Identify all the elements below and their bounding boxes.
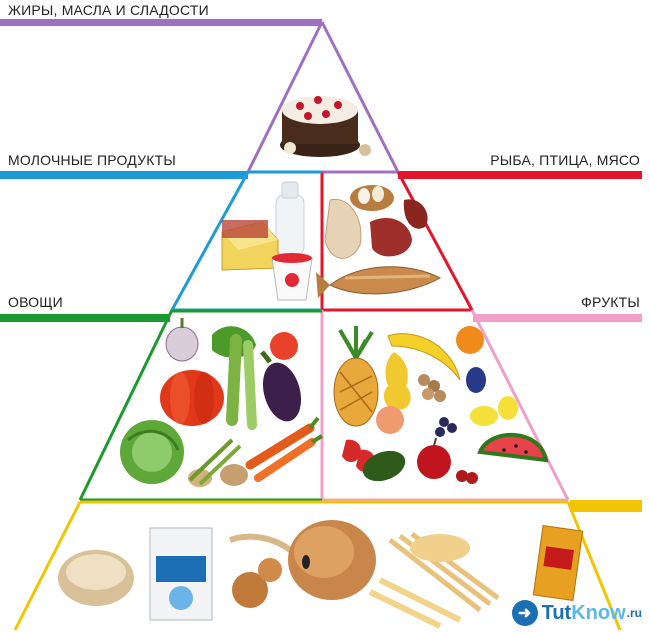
apple-icon: [417, 437, 451, 479]
pasta-box-icon: [532, 524, 584, 602]
carrot-icon: [245, 416, 324, 482]
watermelon-icon: [477, 432, 549, 463]
cheese-icon: [221, 220, 279, 271]
pineapple-icon: [333, 326, 379, 427]
avocado-icon: [362, 450, 406, 482]
yogurt-icon: [271, 253, 313, 301]
rice-bowl-icon: [58, 550, 134, 606]
meat-bar: [398, 171, 642, 179]
tomato-icon: [270, 332, 298, 360]
eggs-icon: [350, 185, 394, 211]
label-vegetables: ОВОЩИ: [8, 294, 63, 310]
plum-icon: [466, 367, 486, 393]
logo-text-know: Know: [571, 601, 626, 624]
logo-text-tut: Tut: [541, 601, 572, 624]
pasta-icon: [368, 531, 500, 629]
grain-pack-icon: [149, 527, 213, 621]
pear-icon: [383, 352, 411, 410]
bread-icon: [288, 520, 376, 600]
pumpkin-icon: [160, 370, 224, 426]
label-fish-poultry-meat: РЫБА, ПТИЦА, МЯСО: [490, 152, 640, 168]
cherry-icon: [456, 470, 478, 484]
label-dairy: МОЛОЧНЫЕ ПРОДУКТЫ: [8, 152, 176, 168]
leafy-greens-icon: [212, 326, 257, 430]
green-beans-icon: [188, 438, 242, 486]
eggplant-icon: [260, 350, 302, 422]
pyramid-outline: [13, 21, 622, 631]
logo-text-ru: .ru: [626, 606, 642, 620]
label-fruits: ФРУКТЫ: [581, 294, 640, 310]
grains-bar: [570, 500, 642, 512]
logo-mark-icon: ➜: [511, 600, 538, 626]
orange-icon: [456, 326, 484, 354]
fats-bar: [0, 19, 322, 26]
cake-icon: [280, 96, 371, 157]
fish-icon: [316, 266, 442, 298]
cabbage-icon: [120, 420, 184, 484]
milk-bottle-icon: [275, 181, 305, 256]
grapes-icon: [418, 374, 446, 402]
meat-icon: [324, 198, 428, 259]
label-fats-oils-sweets: ЖИРЫ, МАСЛА И СЛАДОСТИ: [8, 2, 209, 18]
lemon-icon: [470, 396, 518, 426]
banana-icon: [387, 333, 461, 381]
onion-icon: [165, 318, 199, 362]
dairy-bar: [0, 171, 248, 179]
cereal-heap-icon: [229, 533, 303, 608]
blueberries-icon: [435, 417, 457, 437]
peach-icon: [376, 406, 404, 434]
vegetables-bar: [0, 314, 170, 322]
fruits-bar: [473, 314, 642, 322]
